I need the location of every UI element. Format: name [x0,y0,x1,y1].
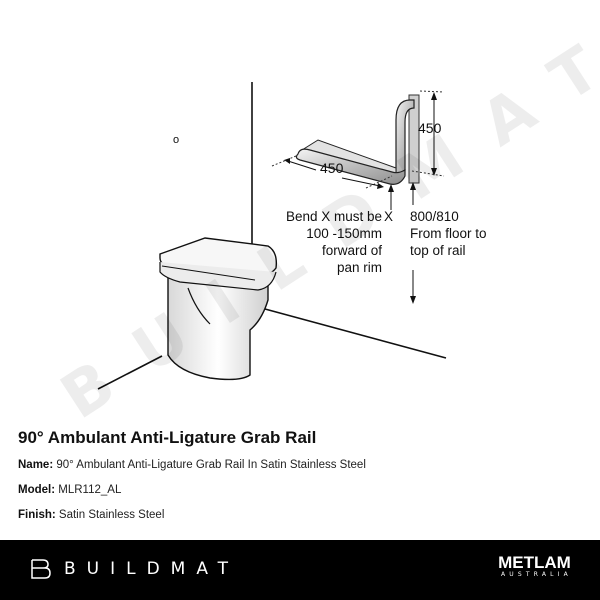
buildmat-wordmark: BUILDMAT [64,559,240,579]
grab-rail-drawing [97,82,447,390]
horizontal-dimension-label: 450 [320,160,344,176]
height-note: 800/810 From floor to top of rail [410,209,487,258]
product-info: 90° Ambulant Anti-Ligature Grab Rail Nam… [18,428,366,534]
footer-bar: BUILDMAT METLAM AUSTRALIA [0,540,600,600]
vertical-dimension-label: 450 [418,120,442,136]
product-model-row: Model: MLR112_AL [18,484,122,496]
product-name-row: Name: 90° Ambulant Anti-Ligature Grab Ra… [18,459,366,471]
buildmat-b-icon [31,559,51,579]
bend-x-marker: X [384,209,394,224]
installation-diagram: o 450 450 X Bend X must be 100 -150mm fo… [97,82,487,390]
product-finish-row: Finish: Satin Stainless Steel [18,509,165,521]
buildmat-logo: BUILDMAT [30,558,239,580]
metlam-logo: METLAM AUSTRALIA [498,553,572,578]
bend-note: Bend X must be 100 -150mm forward of pan… [285,209,382,275]
product-title: 90° Ambulant Anti-Ligature Grab Rail [18,428,317,447]
wall-mark: o [173,134,180,146]
